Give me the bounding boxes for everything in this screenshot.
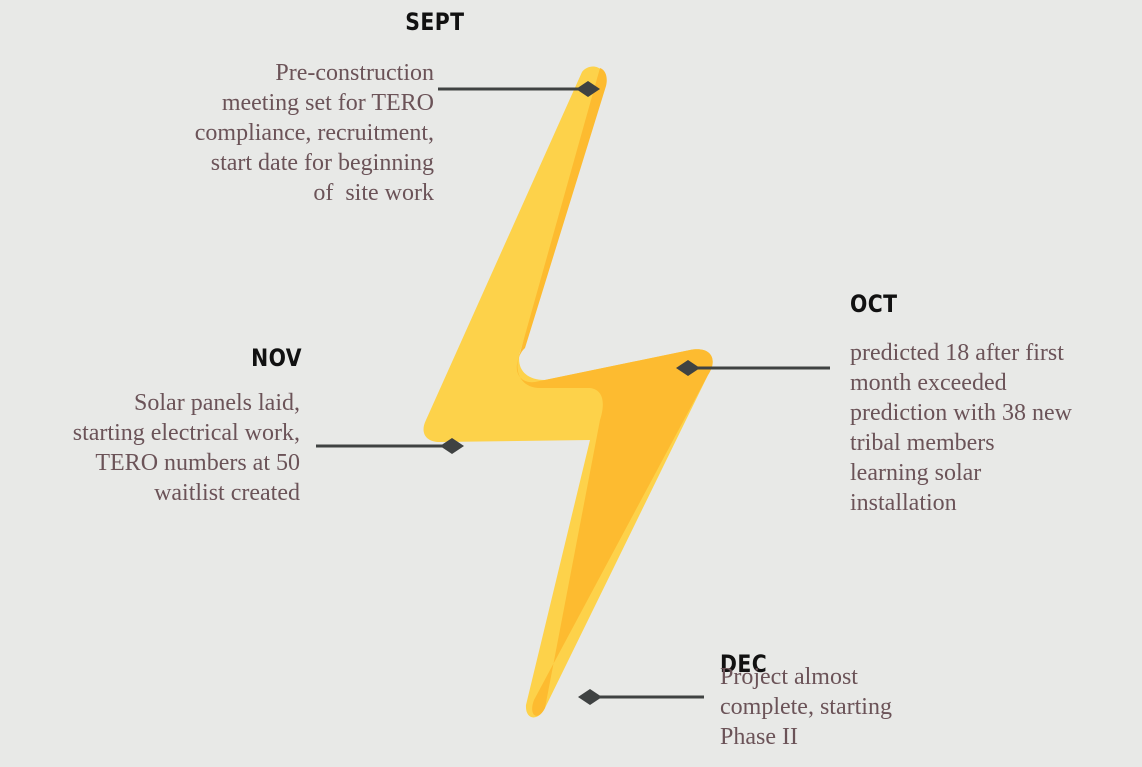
milestone-heading-dec: DEC (720, 650, 768, 678)
milestone-line: Project almost (720, 664, 858, 690)
milestone-heading-nov: NOV (251, 344, 302, 372)
milestone-line: TERO numbers at 50 (95, 450, 300, 476)
diamond-marker-icon (576, 81, 600, 97)
diamond-marker-icon (578, 689, 602, 705)
diamond-marker-icon (676, 360, 700, 376)
milestone-line: meeting set for TERO (221, 90, 434, 116)
milestone-line: compliance, recruitment, (194, 120, 434, 146)
milestone-line: start date for beginning (210, 150, 434, 176)
milestone-heading-oct: OCT (850, 290, 898, 318)
milestone-line: Solar panels laid, (134, 390, 300, 416)
milestone-text-oct: predicted 18 after first month exceeded … (850, 338, 1140, 518)
diamond-marker-icon (440, 438, 464, 454)
milestone-text-sept: Pre-construction meeting set for TERO co… (110, 58, 434, 208)
milestone-line: waitlist created (154, 480, 300, 506)
milestone-line: learning solar (850, 460, 982, 486)
milestone-line: month exceeded (850, 370, 1007, 396)
bolt-light-face (423, 66, 713, 718)
lightning-bolt-icon (423, 66, 713, 718)
milestone-line: predicted 18 after first (850, 340, 1064, 366)
milestone-line: starting electrical work, (72, 420, 300, 446)
milestone-text-nov: Solar panels laid, starting electrical w… (10, 388, 300, 508)
milestone-line: Pre-construction (275, 60, 434, 86)
connector-oct (676, 360, 830, 376)
milestone-line: tribal members (850, 430, 995, 456)
milestone-line: of site work (313, 180, 434, 206)
bolt-dark-face (516, 68, 713, 716)
milestone-heading-sept: SEPT (405, 8, 465, 36)
milestone-line: complete, starting (720, 694, 892, 720)
milestone-line: prediction with 38 new (850, 400, 1072, 426)
connector-sept (438, 81, 600, 97)
milestone-text-dec: Project almost complete, starting Phase … (720, 662, 1020, 752)
connector-dec (578, 689, 704, 705)
milestone-line: Phase II (720, 724, 798, 750)
connector-nov (316, 438, 464, 454)
milestone-line: installation (850, 490, 957, 516)
